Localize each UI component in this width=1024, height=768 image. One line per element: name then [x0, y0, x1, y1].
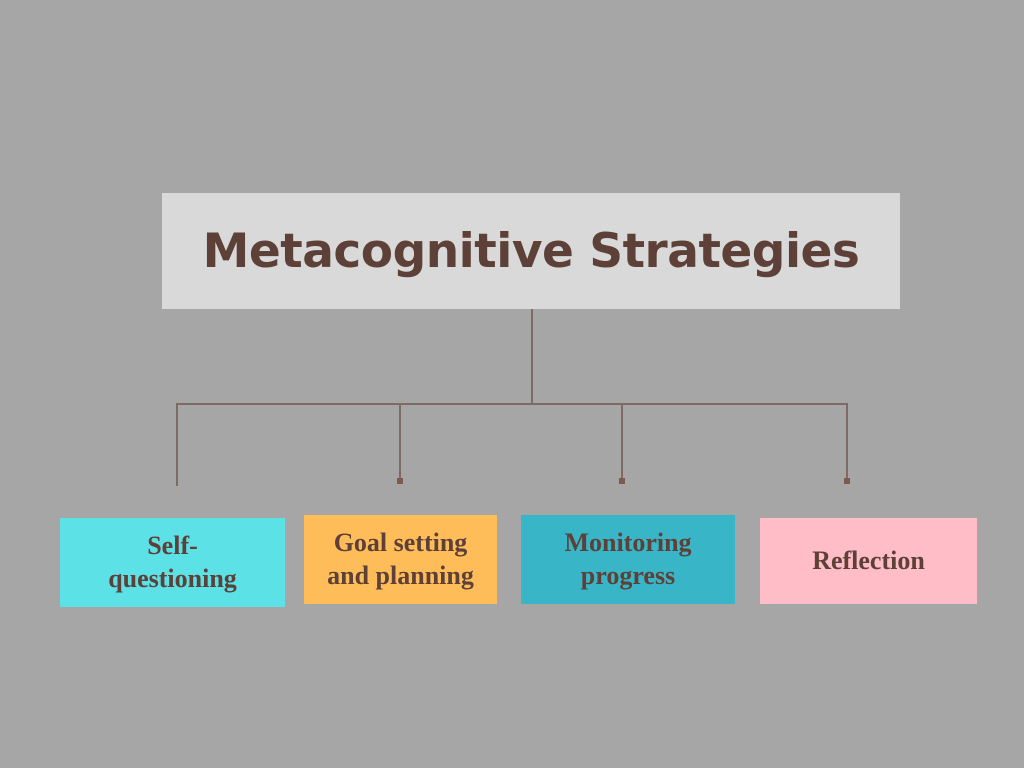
leaf-node-reflection[interactable]: Reflection	[760, 518, 977, 604]
leaf-node-label-line2: questioning	[108, 563, 237, 593]
leaf-node-label: Self- questioning	[108, 530, 237, 595]
leaf-node-label: Monitoring progress	[564, 527, 691, 592]
connector-trunk-vertical	[531, 309, 533, 404]
leaf-node-label-line2: progress	[580, 560, 676, 590]
connector-branch-3	[621, 403, 623, 483]
leaf-node-label: Reflection	[812, 545, 925, 578]
leaf-node-label-line1: Self-	[147, 531, 198, 560]
leaf-node-monitoring-progress[interactable]: Monitoring progress	[521, 515, 735, 604]
leaf-node-label-line1: Reflection	[812, 545, 925, 575]
root-node-label: Metacognitive Strategies	[202, 223, 860, 279]
leaf-node-goal-setting-and-planning[interactable]: Goal setting and planning	[304, 515, 497, 604]
connector-branch-1	[176, 403, 178, 486]
leaf-node-label-line1: Monitoring	[564, 528, 692, 557]
leaf-node-label-line1: Goal setting	[333, 528, 468, 557]
connector-branch-2-endpoint-dot	[397, 478, 403, 484]
leaf-node-self-questioning[interactable]: Self- questioning	[60, 518, 285, 607]
connector-branch-2	[399, 403, 401, 483]
connector-branch-4-endpoint-dot	[844, 478, 850, 484]
connector-horizontal-bus	[176, 403, 848, 405]
leaf-node-label: Goal setting and planning	[327, 527, 474, 592]
leaf-node-label-line2: and planning	[327, 560, 474, 590]
connector-branch-3-endpoint-dot	[619, 478, 625, 484]
root-node-metacognitive-strategies[interactable]: Metacognitive Strategies	[162, 193, 900, 309]
connector-branch-4	[846, 403, 848, 483]
